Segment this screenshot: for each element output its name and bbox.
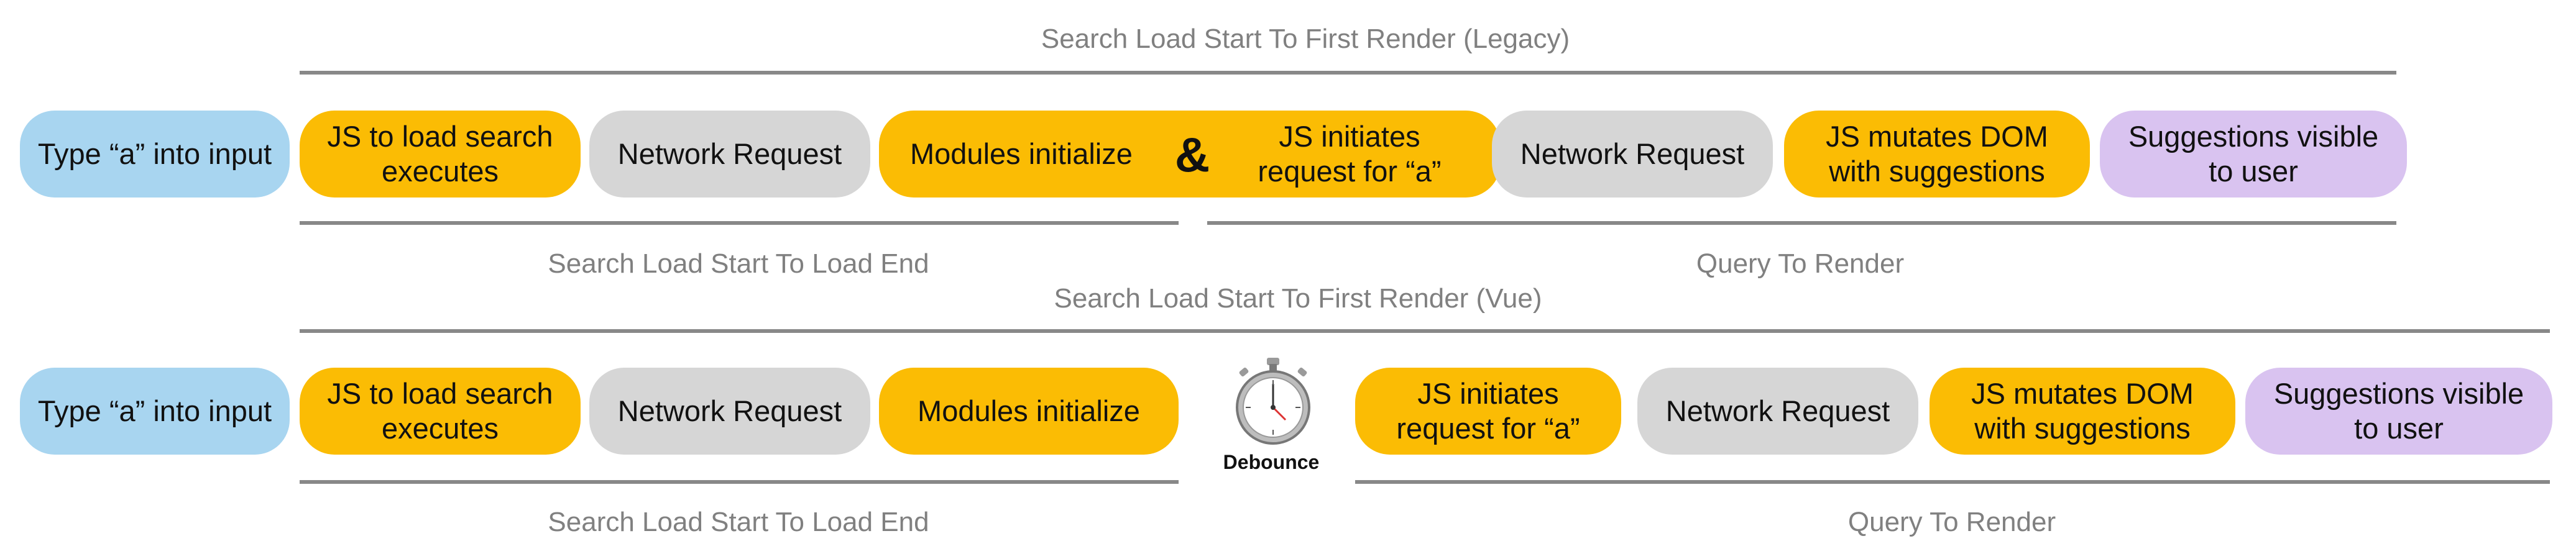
legacy-query-label: Query To Render [1696, 248, 1905, 279]
legacy-title: Search Load Start To First Render (Legac… [1041, 24, 1570, 54]
vue-step-js-mutates: JS mutates DOM with suggestions [1930, 368, 2235, 455]
legacy-load-label: Search Load Start To Load End [548, 248, 929, 279]
vue-load-label: Search Load Start To Load End [548, 507, 929, 537]
stopwatch-icon [1236, 358, 1310, 445]
legacy-and-symbol: & [1174, 127, 1210, 182]
legacy-step-js-load: JS to load search executes [300, 111, 581, 198]
legacy-total-line [300, 71, 2396, 75]
vue-total-line [300, 329, 2550, 333]
legacy-step-js-mutates: JS mutates DOM with suggestions [1784, 111, 2090, 198]
vue-step-js-load: JS to load search executes [300, 368, 581, 455]
debounce-label: Debounce [1223, 451, 1320, 473]
vue-step-js-initiates: JS initiates request for “a” [1355, 368, 1621, 455]
legacy-step-type-input: Type “a” into input [20, 111, 290, 198]
vue-step-type-input: Type “a” into input [20, 368, 290, 455]
vue-load-line [300, 480, 1179, 484]
vue-step-network-request-1: Network Request [589, 368, 870, 455]
vue-query-label: Query To Render [1847, 507, 2056, 537]
legacy-step-network-request-2: Network Request [1492, 111, 1773, 198]
vue-step-modules-initialize: Modules initialize [879, 368, 1179, 455]
legacy-step-js-initiates: JS initiates request for “a” [1258, 120, 1442, 188]
vue-step-network-request-2: Network Request [1637, 368, 1918, 455]
vue-query-line [1355, 480, 2550, 484]
legacy-step-suggestions-visible: Suggestions visible to user [2100, 111, 2407, 198]
vue-title: Search Load Start To First Render (Vue) [1054, 283, 1542, 314]
legacy-load-line [300, 221, 1179, 225]
legacy-step-network-request-1: Network Request [589, 111, 870, 198]
legacy-query-line [1207, 221, 2396, 225]
vue-step-suggestions-visible: Suggestions visible to user [2245, 368, 2552, 455]
legacy-step-modules-initialize: Modules initialize [879, 111, 1501, 198]
